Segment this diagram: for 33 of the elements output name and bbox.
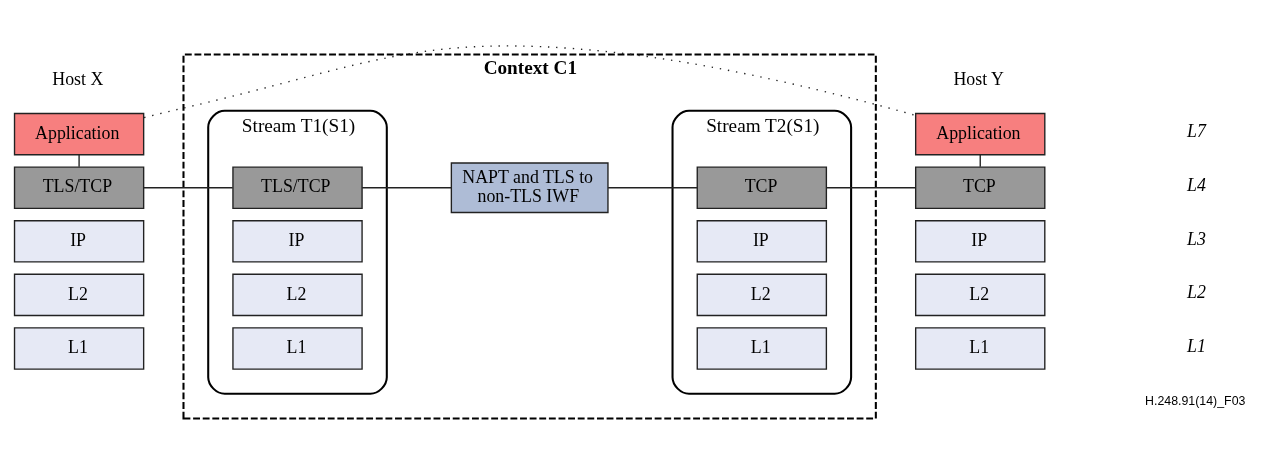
node-box: IP — [915, 220, 1046, 263]
node-box: IP — [696, 220, 828, 263]
node-box: Application — [915, 112, 1046, 156]
label: H.248.91(14)_F03 — [1145, 394, 1246, 409]
node-box: Application — [13, 112, 145, 156]
node-box: L2 — [232, 273, 363, 317]
label: L7 — [1186, 121, 1206, 142]
label: Host X — [52, 69, 104, 90]
connector — [143, 45, 916, 119]
node-box: L2 — [13, 273, 145, 317]
node-box: L1 — [232, 327, 363, 370]
connector — [826, 187, 917, 189]
node-box: L2 — [915, 273, 1046, 317]
node-box: L2 — [696, 273, 828, 317]
node-box: TCP — [696, 166, 828, 210]
label: L1 — [1186, 335, 1206, 356]
connector — [78, 154, 80, 168]
node-box: TLS/TCP — [13, 166, 145, 210]
node-box: L1 — [13, 327, 145, 370]
node-box: L1 — [696, 327, 828, 370]
connector — [607, 187, 698, 189]
connector — [143, 187, 234, 189]
label: L4 — [1186, 175, 1206, 196]
node-box: IP — [13, 220, 145, 263]
node-box: TLS/TCP — [232, 166, 363, 210]
node-box: IP — [232, 220, 363, 263]
label: L3 — [1186, 228, 1206, 249]
node-box: TCP — [915, 166, 1046, 210]
connector — [361, 187, 452, 189]
node-box: NAPT and TLS to non-TLS IWF — [450, 162, 609, 214]
node-box: L1 — [915, 327, 1046, 370]
label: Host Y — [953, 69, 1004, 90]
label: L2 — [1186, 282, 1206, 303]
